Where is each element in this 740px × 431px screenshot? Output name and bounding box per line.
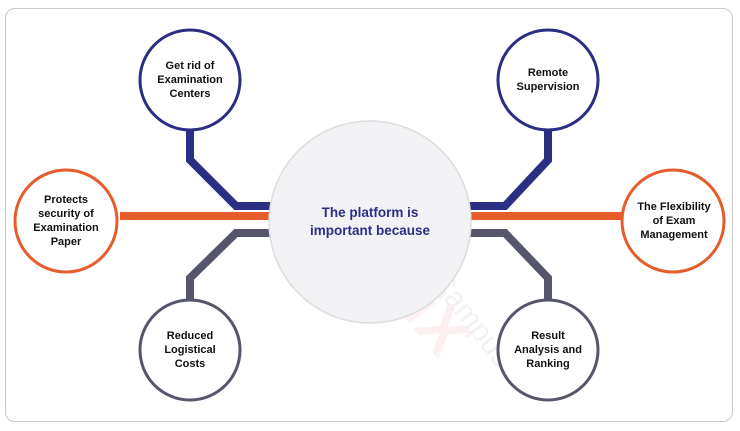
node-circle-mid-left	[13, 168, 119, 274]
center-circle	[268, 120, 472, 324]
connector-bottom-left	[186, 229, 280, 300]
node-label-bottom-left: Reduced Logistical Costs	[164, 330, 216, 370]
connector-bottom-right	[460, 229, 552, 300]
node-label-mid-right: The Flexibility of Exam Management	[637, 201, 711, 241]
node-circle-top-right	[496, 28, 600, 132]
node-label-top-right: Remote Supervision	[516, 67, 580, 93]
connector-top-right	[460, 128, 552, 210]
node-label-mid-left: Protects security of Examination Paper	[33, 194, 99, 248]
node-label-bottom-right: Result Analysis and Ranking	[514, 330, 582, 370]
connector-top-left	[186, 128, 280, 210]
node-label-top-left: Get rid of Examination Centers	[157, 60, 223, 100]
node-circle-bottom-left	[138, 298, 242, 402]
center-label: The platform is important because	[309, 205, 431, 238]
node-circle-bottom-right	[496, 298, 600, 402]
node-circle-mid-right	[620, 168, 726, 274]
diagram-frame	[5, 8, 733, 422]
node-circle-top-left	[138, 28, 242, 132]
